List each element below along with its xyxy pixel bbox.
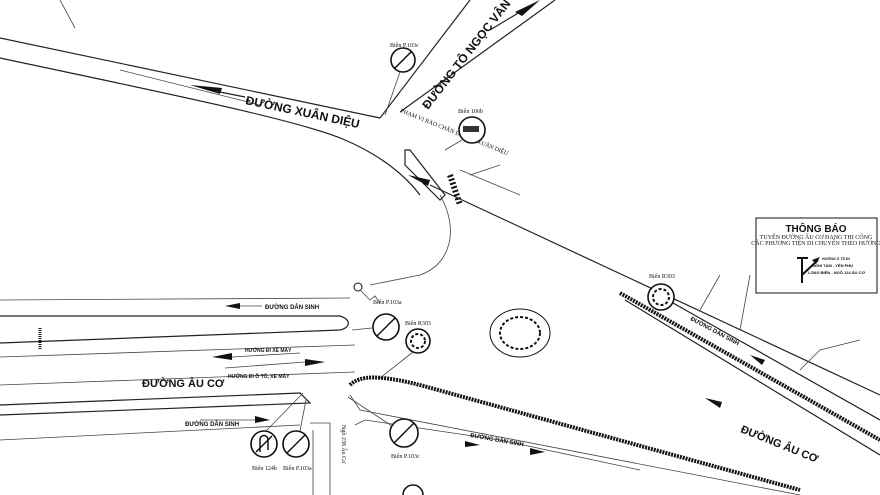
road-xuan-dieu: ĐƯỜNG XUÂN DIỆU bbox=[0, 0, 421, 196]
roundabout-icon bbox=[405, 328, 431, 354]
roundabout-icon bbox=[647, 283, 675, 311]
road-label-au-co-right: ĐƯỜNG ÂU CƠ bbox=[739, 423, 821, 466]
label-moto-direction: HƯỚNG ĐI XE MÁY bbox=[245, 346, 292, 354]
island-outline bbox=[369, 194, 451, 286]
sign-r303-left: Biển R303 bbox=[379, 320, 431, 379]
sign-124b: Biển 124b bbox=[250, 392, 304, 472]
svg-text:TUYẾN ĐƯỜNG ÂU CƠ ĐANG THI CÔN: TUYẾN ĐƯỜNG ÂU CƠ ĐANG THI CÔNG bbox=[760, 233, 873, 241]
sign-p103c-bottom: Biển P.103c bbox=[347, 396, 424, 495]
svg-text:Biển P.103c: Biển P.103c bbox=[390, 42, 419, 49]
svg-text:Biển 106b: Biển 106b bbox=[458, 108, 483, 115]
svg-text:Biển P.103c: Biển P.103c bbox=[391, 453, 420, 460]
sign-106b: Biển 106b bbox=[444, 108, 486, 151]
crosswalk bbox=[447, 174, 463, 206]
notice-board: THÔNG BÁO TUYẾN ĐƯỜNG ÂU CƠ ĐANG THI CÔN… bbox=[751, 217, 880, 294]
road-au-co-left: ĐƯỜNG DÂN SINH HƯỚNG ĐI XE MÁY HƯỚNG ĐI … bbox=[0, 297, 356, 495]
svg-text:CÁC PHƯƠNG TIỆN DI CHUYỂN THEO: CÁC PHƯƠNG TIỆN DI CHUYỂN THEO HƯỚNG bbox=[751, 239, 880, 247]
svg-text:Biển 124b: Biển 124b bbox=[252, 465, 277, 472]
road-label-au-co-left: ĐƯỜNG ÂU CƠ bbox=[142, 377, 225, 390]
label-dan-sinh-right: ĐƯỜNG DÂN SINH bbox=[689, 315, 741, 347]
roundabout bbox=[489, 308, 551, 358]
svg-text:Biển R303: Biển R303 bbox=[649, 273, 675, 280]
label-dan-sinh-center: ĐƯỜNG DÂN SINH bbox=[470, 431, 525, 448]
svg-text:Biển P.103a: Biển P.103a bbox=[283, 465, 312, 472]
label-dan-sinh-top: ĐƯỜNG DÂN SINH bbox=[265, 303, 319, 311]
sign-p103a-bottom: Biển P.103a bbox=[282, 399, 312, 472]
sign-p103a-mid: Biển P.103a bbox=[351, 282, 402, 341]
label-alley: Ngõ 238 Âu Cơ bbox=[340, 425, 348, 464]
label-car-moto-direction: HƯỚNG ĐI Ô TÔ, XE MÁY bbox=[228, 372, 290, 380]
road-label-to-ngoc-van: ĐƯỜNG TÔ NGỌC VÂN bbox=[419, 0, 514, 112]
roundabout-pattern bbox=[499, 316, 541, 350]
sign-r303-right: Biển R303 bbox=[647, 273, 675, 311]
road-label-xuan-dieu: ĐƯỜNG XUÂN DIỆU bbox=[244, 92, 361, 131]
svg-text:Biển R303: Biển R303 bbox=[405, 320, 431, 327]
notice-title: THÔNG BÁO bbox=[785, 222, 846, 235]
road-au-co-right: ĐƯỜNG DÂN SINH ĐƯỜNG DÂN SINH ĐƯỜNG ÂU C… bbox=[348, 274, 880, 495]
svg-text:NGHI TÀM - YÊN PHỤ: NGHI TÀM - YÊN PHỤ bbox=[812, 263, 853, 268]
barrier bbox=[404, 149, 446, 201]
sign-p103c-top: Biển P.103c bbox=[384, 42, 419, 116]
svg-text:Biển P.103a: Biển P.103a bbox=[373, 299, 402, 306]
svg-text:LONG BIÊN - NGÕ 124 ÂU CƠ: LONG BIÊN - NGÕ 124 ÂU CƠ bbox=[808, 270, 866, 275]
svg-text:HƯỚNG Ô TÔ ĐI: HƯỚNG Ô TÔ ĐI bbox=[822, 256, 850, 261]
closed-range-note: PHẠM VI RÀO CHẮN ĐƯỜNG XUÂN DIỆU bbox=[399, 106, 510, 157]
label-dan-sinh-left: ĐƯỜNG DÂN SINH bbox=[185, 420, 239, 428]
